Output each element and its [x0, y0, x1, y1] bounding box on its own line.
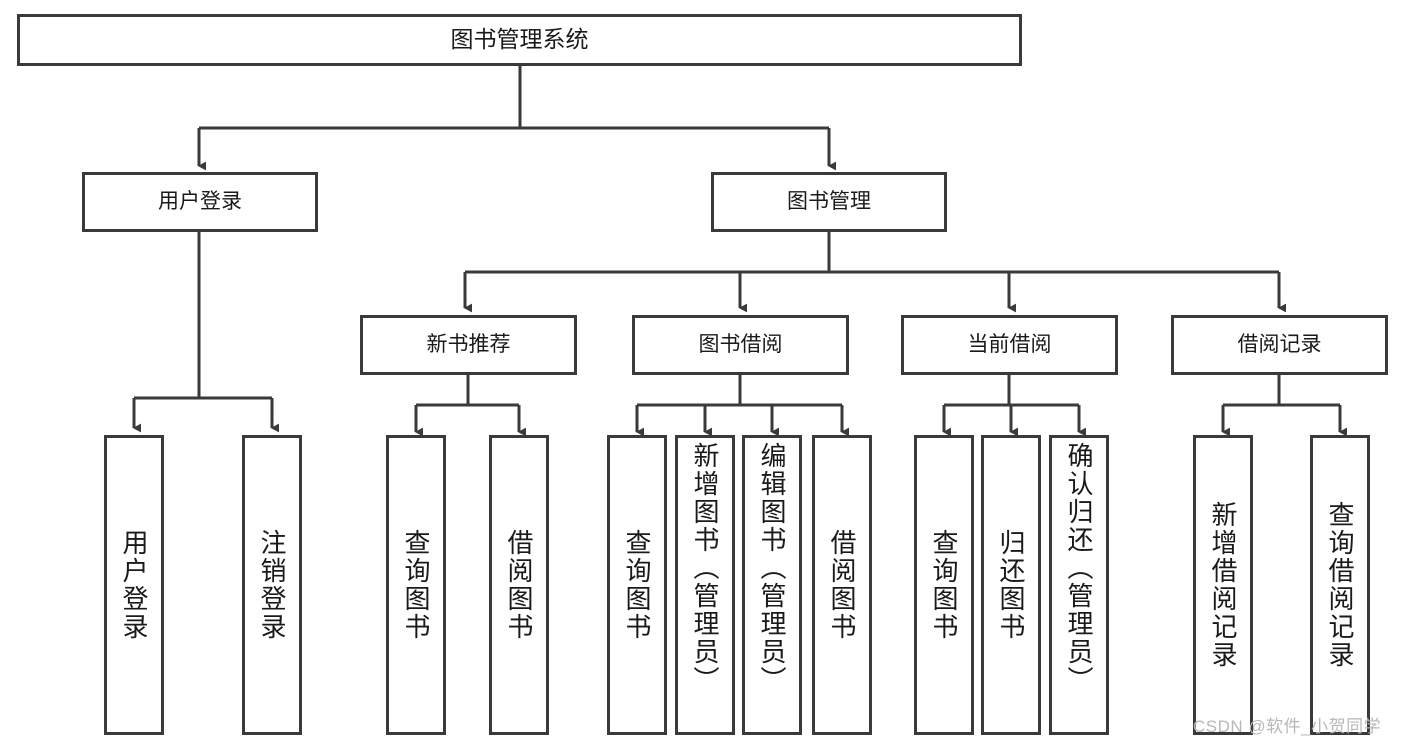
leaf-user-login[interactable]: 用户登录 [104, 435, 164, 735]
node-label: 图书借阅 [698, 332, 783, 356]
node-label: 图书管理系统 [450, 26, 589, 53]
node-label: 新增借阅记录 [1208, 501, 1238, 669]
node-user-login[interactable]: 用户登录 [82, 172, 318, 232]
node-root-system[interactable]: 图书管理系统 [17, 14, 1022, 66]
node-book-management[interactable]: 图书管理 [711, 172, 947, 232]
leaf-query-borrow-record[interactable]: 查询借阅记录 [1310, 435, 1370, 735]
node-label: 借阅记录 [1237, 332, 1322, 356]
node-label: 注销登录 [257, 529, 287, 641]
csdn-watermark: CSDN @软件_小贺同学 [1193, 717, 1382, 736]
node-borrow-record[interactable]: 借阅记录 [1171, 315, 1388, 375]
node-label: 用户登录 [158, 189, 242, 213]
node-label: 查询图书 [929, 529, 959, 641]
node-label: 查询图书 [622, 529, 652, 641]
leaf-borrow-book-borrow[interactable]: 借阅图书 [812, 435, 872, 735]
node-book-borrow[interactable]: 图书借阅 [632, 315, 849, 375]
node-label: 新书推荐 [426, 332, 511, 356]
node-label: 编辑图书（管理员） [757, 442, 787, 694]
node-new-book-recommend[interactable]: 新书推荐 [360, 315, 577, 375]
node-label: 新增图书（管理员） [690, 442, 720, 694]
node-current-borrow[interactable]: 当前借阅 [901, 315, 1118, 375]
leaf-query-book-current[interactable]: 查询图书 [914, 435, 974, 735]
leaf-add-book[interactable]: 新增图书（管理员） [675, 435, 735, 735]
node-label: 查询借阅记录 [1325, 501, 1355, 669]
node-label: 归还图书 [996, 529, 1026, 641]
node-label: 确认归还（管理员） [1064, 442, 1094, 694]
node-label: 借阅图书 [504, 529, 534, 641]
leaf-query-book-borrow[interactable]: 查询图书 [607, 435, 667, 735]
leaf-user-logout[interactable]: 注销登录 [242, 435, 302, 735]
leaf-confirm-return[interactable]: 确认归还（管理员） [1049, 435, 1109, 735]
leaf-query-book-recommend[interactable]: 查询图书 [386, 435, 446, 735]
leaf-return-book[interactable]: 归还图书 [981, 435, 1041, 735]
leaf-add-borrow-record[interactable]: 新增借阅记录 [1193, 435, 1253, 735]
node-label: 图书管理 [787, 189, 871, 213]
node-label: 查询图书 [401, 529, 431, 641]
leaf-edit-book[interactable]: 编辑图书（管理员） [742, 435, 802, 735]
leaf-borrow-book-recommend[interactable]: 借阅图书 [489, 435, 549, 735]
node-label: 当前借阅 [967, 332, 1052, 356]
node-label: 借阅图书 [827, 529, 857, 641]
node-label: 用户登录 [119, 529, 149, 641]
